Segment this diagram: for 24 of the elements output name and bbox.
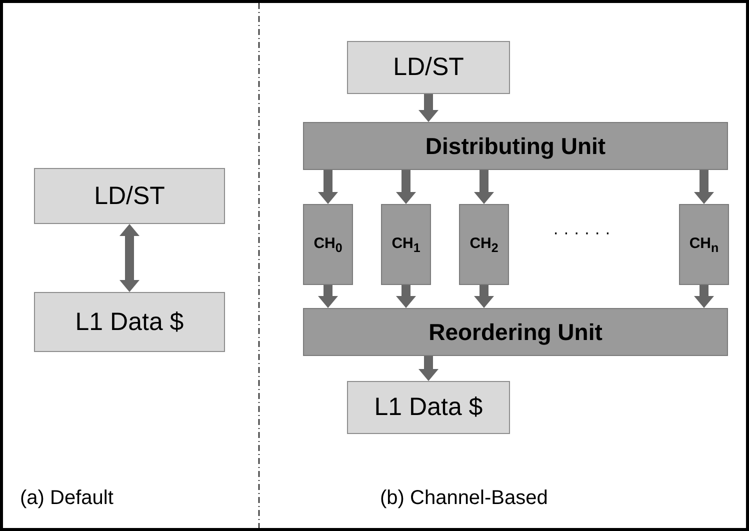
arrow (396, 170, 416, 204)
arrow (120, 224, 140, 292)
channel-box: CH$_{1}$ (381, 204, 431, 285)
arrow (318, 170, 338, 204)
component-box: L1 Data $ (347, 381, 510, 434)
arrow (318, 285, 338, 308)
arrow (694, 170, 714, 204)
component-box: L1 Data $ (34, 292, 225, 352)
arrow (418, 94, 438, 122)
arrow (418, 356, 438, 381)
ellipsis: · · · · · · (553, 223, 611, 243)
channel-box: CH$_{2}$ (459, 204, 509, 285)
channel-box: CH$_{0}$ (303, 204, 353, 285)
component-box: LD/ST (34, 168, 225, 224)
panel-caption: (b) Channel-Based (380, 487, 548, 510)
component-box: LD/ST (347, 41, 510, 94)
unit-box: Distributing Unit (303, 122, 728, 170)
arrow (474, 285, 494, 308)
arrow (694, 285, 714, 308)
unit-box: Reordering Unit (303, 308, 728, 356)
channel-box: CH$_{n}$ (679, 204, 729, 285)
arrow (474, 170, 494, 204)
arrow (396, 285, 416, 308)
panel-caption: (a) Default (20, 487, 114, 510)
